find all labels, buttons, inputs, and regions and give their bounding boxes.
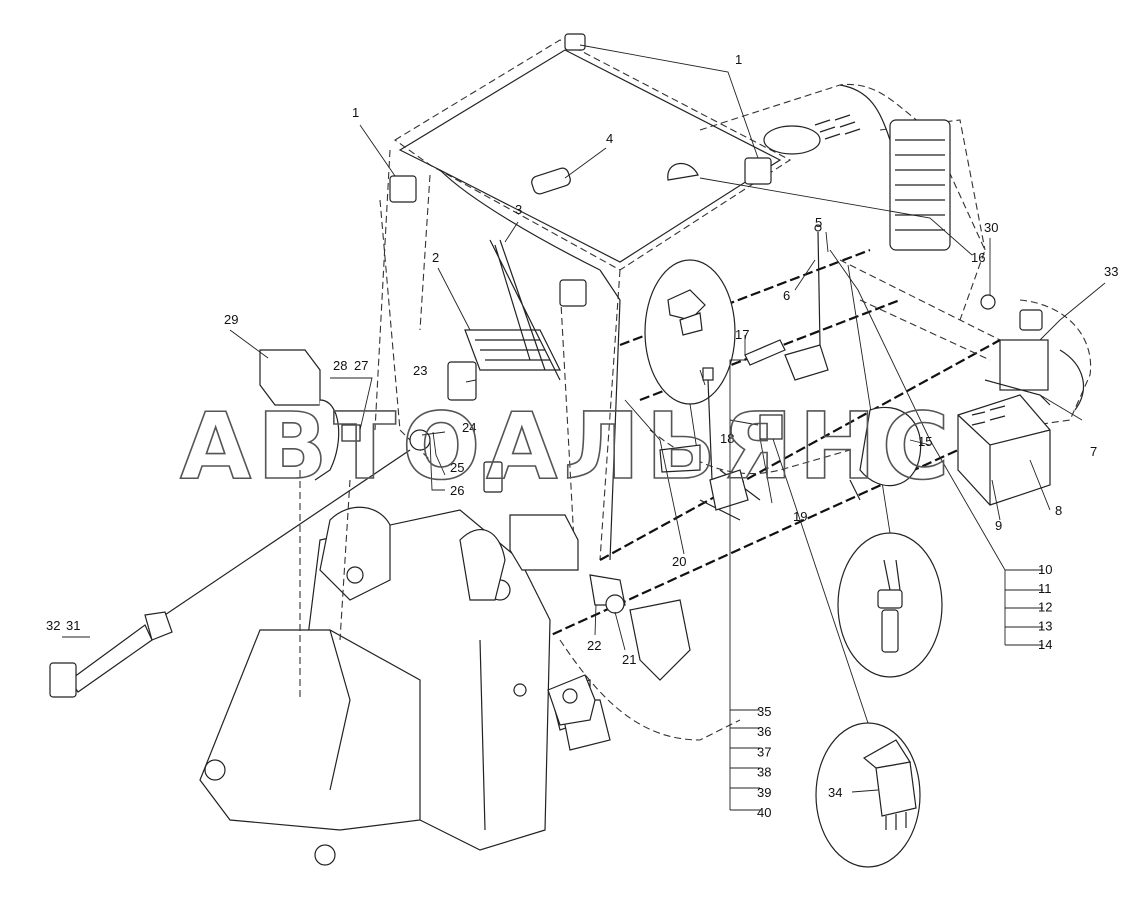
engine-hood (699, 83, 986, 321)
lamp-32 (49, 662, 77, 698)
callout-24: 24 (462, 420, 476, 435)
callout-1-left: 1 (352, 105, 359, 120)
battery-box-33 (999, 339, 1049, 391)
callouts: 1 1 2 3 4 5 6 7 8 9 15 16 17 18 19 20 21… (46, 52, 1118, 800)
callout-26: 26 (450, 483, 464, 498)
callout-14: 14 (1038, 637, 1052, 652)
callout-9: 9 (995, 518, 1002, 533)
terminal-5 (814, 224, 822, 232)
callout-25: 25 (450, 460, 464, 475)
callout-27: 27 (354, 358, 368, 373)
cable-reel-15 (859, 406, 922, 487)
callout-36: 36 (757, 724, 771, 739)
callout-12: 12 (1038, 600, 1052, 615)
callout-7: 7 (1090, 444, 1097, 459)
work-lamp-right (744, 157, 772, 185)
callout-18: 18 (720, 431, 734, 446)
air-filter-cap (763, 125, 821, 155)
callout-30: 30 (984, 220, 998, 235)
callout-16: 16 (971, 250, 985, 265)
callout-stack-right: 10 11 12 13 14 (1038, 562, 1052, 652)
callout-34: 34 (828, 785, 842, 800)
leader-lines (62, 44, 1106, 811)
module-6 (659, 444, 701, 473)
cover-33 (1019, 309, 1043, 331)
callout-1-right: 1 (735, 52, 742, 67)
callout-15: 15 (918, 434, 932, 449)
work-lamp-left (389, 175, 417, 203)
callout-39: 39 (757, 785, 771, 800)
callout-6: 6 (783, 288, 790, 303)
vent-slots (814, 114, 861, 140)
gasket-21 (605, 594, 625, 614)
watermark-text: АВТОАЛЬЯНС (180, 393, 955, 500)
connector-18 (759, 414, 783, 440)
plug-30 (980, 294, 996, 310)
callout-37: 37 (757, 744, 771, 759)
clamp-17 (702, 367, 714, 381)
front-light-block (509, 514, 579, 571)
callout-29: 29 (224, 312, 238, 327)
callout-23: 23 (413, 363, 427, 378)
callout-28: 28 (333, 358, 347, 373)
relay-34 (875, 761, 917, 817)
lamp-holder-31 (144, 611, 173, 641)
front-frame (199, 470, 551, 866)
callout-2: 2 (432, 250, 439, 265)
beacon-mount (564, 33, 586, 51)
callout-20: 20 (672, 554, 686, 569)
lamp-bracket (314, 399, 340, 481)
callout-31: 31 (66, 618, 80, 633)
beacon-lamp (667, 162, 699, 181)
switch-box (447, 361, 477, 401)
callout-4: 4 (606, 131, 613, 146)
callout-11: 11 (1038, 581, 1052, 596)
callout-10: 10 (1038, 562, 1052, 577)
horn-relay (483, 461, 503, 493)
work-lamp-front (559, 279, 587, 307)
callout-17: 17 (735, 327, 749, 342)
callout-35: 35 (757, 704, 771, 719)
steering-bracket (549, 599, 691, 751)
callout-13: 13 (1038, 618, 1052, 633)
lamp-stem (69, 624, 153, 693)
cable-31 (149, 449, 411, 626)
callout-5: 5 (815, 215, 822, 230)
callout-22: 22 (587, 638, 601, 653)
dome-lamp (531, 167, 571, 195)
counterweight (999, 299, 1092, 431)
fuse-strip (744, 339, 786, 366)
callout-19: 19 (793, 509, 807, 524)
callout-8: 8 (1055, 503, 1062, 518)
callout-33: 33 (1104, 264, 1118, 279)
callout-21: 21 (622, 652, 636, 667)
battery (957, 394, 1051, 506)
relay-block-6 (784, 344, 829, 381)
callout-3: 3 (515, 202, 522, 217)
callout-40: 40 (757, 805, 771, 820)
wiring-harness-cab (489, 239, 561, 381)
callout-stack-bottom: 35 36 37 38 39 40 (757, 704, 771, 820)
callout-32: 32 (46, 618, 60, 633)
connector-27-28 (341, 424, 361, 442)
callout-38: 38 (757, 765, 771, 780)
